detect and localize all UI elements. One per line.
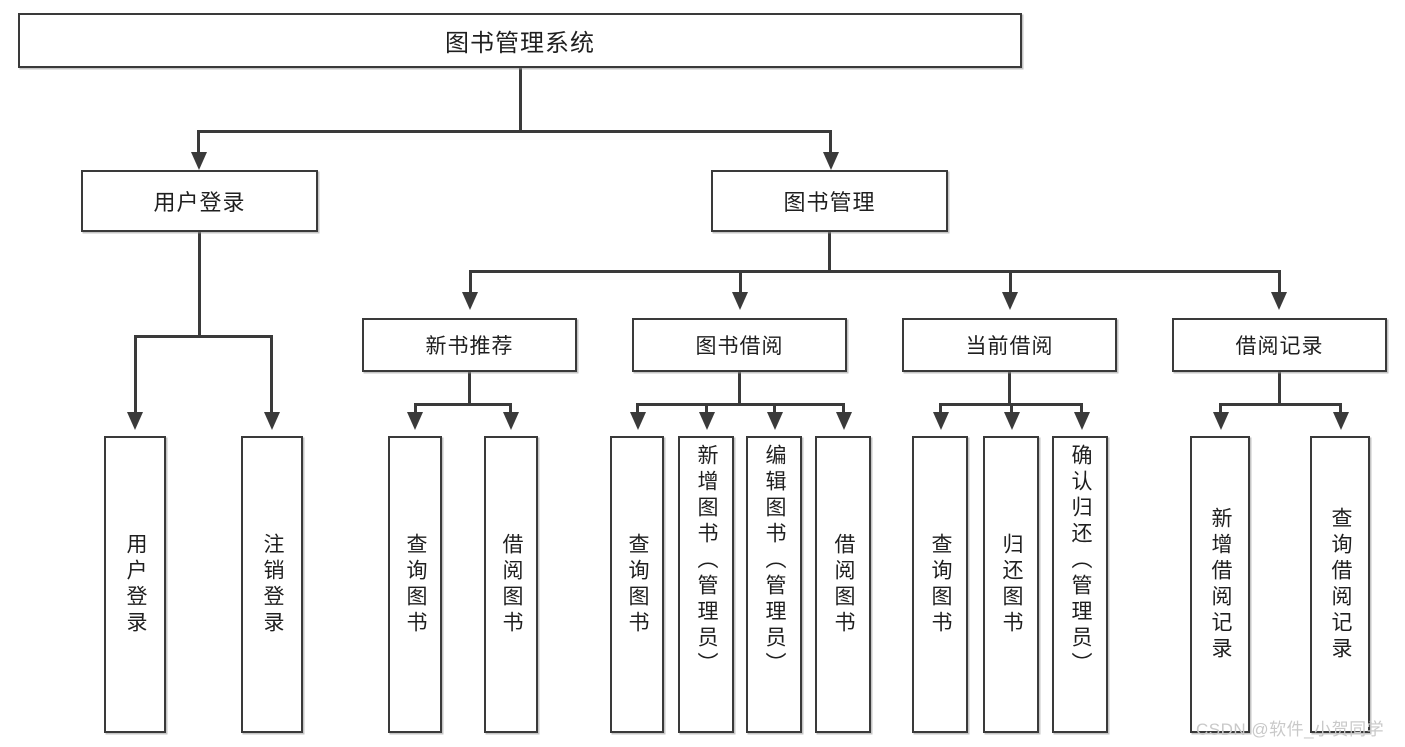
arrow-bm-to-borrow-record [1271,292,1287,310]
edge-book-management-stem [828,232,831,270]
node-leaf-query-book-2[interactable]: 查询图书 [610,436,664,733]
arrow-bb-to-leaf-1 [630,412,646,430]
arrow-root-to-book-management [823,152,839,170]
edge-new-book-bus [414,403,511,406]
arrow-bb-to-leaf-3 [767,412,783,430]
edge-book-borrow-bus [636,403,843,406]
edge-cb-to-leaf-1 [939,403,942,418]
node-leaf-edit-book-admin[interactable]: 编辑图书（管理员） [746,436,802,733]
edge-borrow-record-stem [1278,372,1281,403]
edge-user-login-to-leaf-2 [270,335,273,418]
node-leaf-query-book-3[interactable]: 查询图书 [912,436,968,733]
arrow-bb-to-leaf-4 [836,412,852,430]
edge-root-stem [519,68,522,130]
edge-br-to-leaf-2 [1339,403,1342,418]
edge-cb-to-leaf-2 [1010,403,1013,418]
node-user-login[interactable]: 用户登录 [81,170,318,232]
arrow-new-book-to-leaf-1 [407,412,423,430]
arrow-cb-to-leaf-2 [1004,412,1020,430]
edge-bb-to-leaf-4 [842,403,845,418]
node-leaf-logout[interactable]: 注销登录 [241,436,303,733]
node-root-system[interactable]: 图书管理系统 [18,13,1022,68]
edge-bm-to-current-borrow [1009,270,1012,296]
edge-bb-to-leaf-1 [636,403,639,418]
node-new-book-recommend[interactable]: 新书推荐 [362,318,577,372]
edge-bm-to-book-borrow [739,270,742,296]
arrow-user-login-to-leaf-2 [264,412,280,430]
edge-bm-to-new-book [469,270,472,296]
node-leaf-add-book-admin[interactable]: 新增图书（管理员） [678,436,734,733]
edge-user-login-to-leaf-1 [134,335,137,418]
arrow-bb-to-leaf-2 [699,412,715,430]
edge-current-borrow-stem [1008,372,1011,403]
edge-new-book-stem [468,372,471,403]
node-leaf-query-book-1[interactable]: 查询图书 [388,436,442,733]
node-current-borrow[interactable]: 当前借阅 [902,318,1117,372]
edge-book-management-bus [469,270,1280,273]
node-book-borrow[interactable]: 图书借阅 [632,318,847,372]
node-leaf-add-borrow-record[interactable]: 新增借阅记录 [1190,436,1250,733]
node-leaf-return-book[interactable]: 归还图书 [983,436,1039,733]
arrow-br-to-leaf-2 [1333,412,1349,430]
node-borrow-record[interactable]: 借阅记录 [1172,318,1387,372]
edge-new-book-to-leaf-2 [509,403,512,418]
node-leaf-borrow-book-1[interactable]: 借阅图书 [484,436,538,733]
arrow-new-book-to-leaf-2 [503,412,519,430]
arrow-user-login-to-leaf-1 [127,412,143,430]
edge-user-login-bus [134,335,272,338]
arrow-cb-to-leaf-3 [1074,412,1090,430]
edge-root-to-user-login [197,130,200,158]
node-leaf-confirm-return-admin[interactable]: 确认归还（管理员） [1052,436,1108,733]
edge-root-bus [197,130,831,133]
arrow-bm-to-new-book [462,292,478,310]
node-leaf-borrow-book-2[interactable]: 借阅图书 [815,436,871,733]
node-leaf-query-borrow-record[interactable]: 查询借阅记录 [1310,436,1370,733]
csdn-watermark: CSDN @软件_小贺同学 [1196,720,1385,739]
arrow-cb-to-leaf-1 [933,412,949,430]
edge-bb-to-leaf-3 [773,403,776,418]
arrow-bm-to-current-borrow [1002,292,1018,310]
edge-bm-to-borrow-record [1278,270,1281,296]
arrow-bm-to-book-borrow [732,292,748,310]
edge-new-book-to-leaf-1 [414,403,417,418]
edge-br-to-leaf-1 [1219,403,1222,418]
arrow-root-to-user-login [191,152,207,170]
edge-borrow-record-bus [1219,403,1341,406]
node-leaf-user-login[interactable]: 用户登录 [104,436,166,733]
edge-book-borrow-stem [738,372,741,403]
edge-cb-to-leaf-3 [1080,403,1083,418]
edge-user-login-stem [198,232,201,335]
edge-root-to-book-management [829,130,832,158]
arrow-br-to-leaf-1 [1213,412,1229,430]
node-book-management[interactable]: 图书管理 [711,170,948,232]
edge-bb-to-leaf-2 [705,403,708,418]
